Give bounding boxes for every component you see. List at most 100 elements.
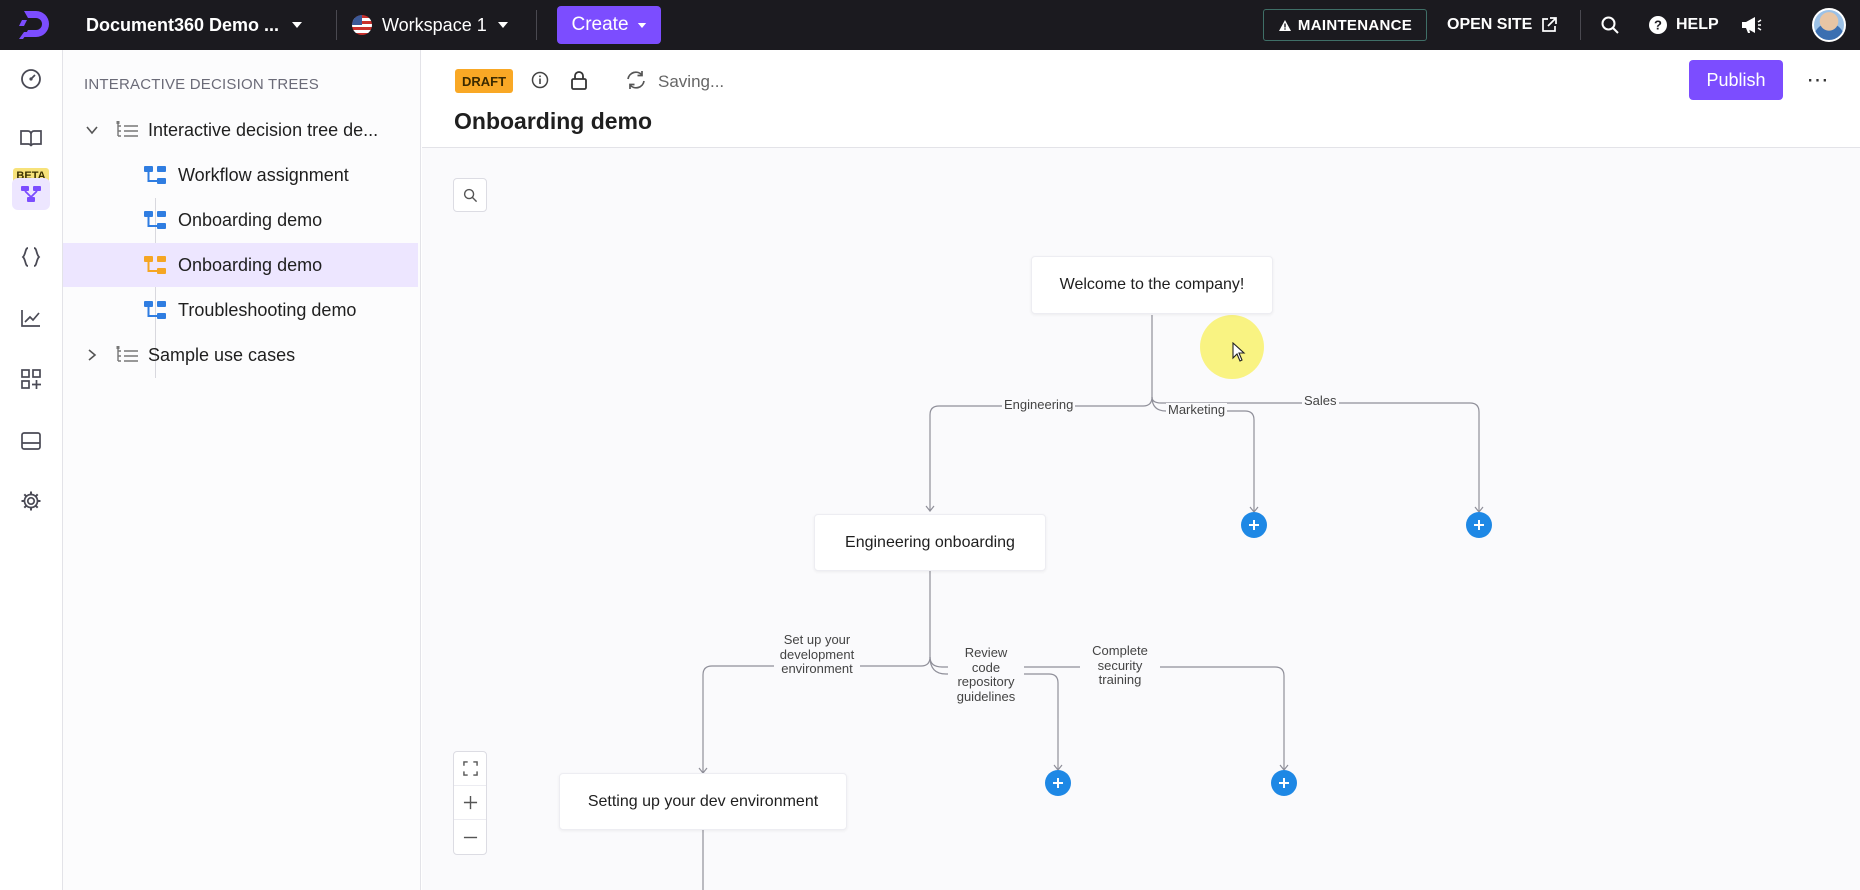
- create-label: Create: [571, 14, 629, 35]
- tree-item-troubleshooting-demo[interactable]: Troubleshooting demo: [63, 288, 418, 332]
- fit-screen-button[interactable]: [454, 752, 486, 786]
- open-site-link[interactable]: OPEN SITE: [1447, 0, 1558, 50]
- decision-tree-icon: [144, 301, 166, 319]
- curly-braces-icon: [21, 247, 41, 267]
- search-button[interactable]: [1600, 0, 1620, 50]
- folder-label: Interactive decision tree de...: [148, 119, 379, 140]
- create-button[interactable]: Create: [557, 6, 661, 44]
- dashboard-gauge-icon: [21, 69, 41, 89]
- search-icon: [1601, 16, 1619, 34]
- documentation-nav[interactable]: [12, 119, 50, 157]
- plus-icon: [1053, 778, 1063, 788]
- tree-node-engineering-onboarding[interactable]: Engineering onboarding: [814, 514, 1046, 571]
- add-node-button[interactable]: [1241, 512, 1267, 538]
- edge-label-setup-dev-env[interactable]: Set up your development environment: [774, 632, 860, 677]
- add-node-button[interactable]: [1045, 770, 1071, 796]
- workspace-switcher[interactable]: Workspace 1: [352, 0, 509, 50]
- cursor-highlight: [1200, 315, 1264, 379]
- dashboard-nav[interactable]: [12, 60, 50, 98]
- apps-add-icon: [21, 369, 41, 389]
- plus-icon: [1474, 520, 1484, 530]
- announcements-button[interactable]: [1740, 0, 1762, 50]
- edge-label-review-code[interactable]: Review code repository guidelines: [948, 645, 1024, 704]
- us-flag-icon: [352, 15, 372, 35]
- widget-layout-icon: [21, 432, 41, 450]
- edge-label-security-training[interactable]: Complete security training: [1080, 643, 1160, 688]
- project-switcher[interactable]: Document360 Demo ...: [86, 0, 303, 50]
- page-title: Onboarding demo: [454, 108, 653, 134]
- add-node-button[interactable]: [1466, 512, 1492, 538]
- decision-tree-icon: [144, 211, 166, 229]
- logo-icon: [19, 11, 49, 39]
- lock-icon[interactable]: [567, 68, 591, 92]
- tree-item-workflow-assignment[interactable]: Workflow assignment: [63, 153, 418, 197]
- integrations-nav[interactable]: [12, 360, 50, 398]
- info-icon[interactable]: [528, 68, 552, 92]
- api-docs-nav[interactable]: [12, 238, 50, 276]
- zoom-in-button[interactable]: [454, 786, 486, 820]
- maintenance-label: MAINTENANCE: [1297, 16, 1413, 34]
- help-button[interactable]: ? HELP: [1648, 0, 1719, 50]
- help-label: HELP: [1676, 16, 1719, 33]
- warning-icon: [1278, 19, 1291, 31]
- folder-interactive-decision-tree[interactable]: Interactive decision tree de...: [63, 108, 418, 152]
- more-options-icon[interactable]: ⋯: [1806, 67, 1830, 92]
- divider: [336, 10, 337, 40]
- zoom-out-button[interactable]: [454, 820, 486, 854]
- edge-label-sales[interactable]: Sales: [1302, 393, 1339, 409]
- minus-icon: [463, 836, 477, 838]
- chevron-down-icon[interactable]: [85, 123, 99, 137]
- category-list-icon: [116, 121, 138, 137]
- tree-item-onboarding-demo-selected[interactable]: Onboarding demo: [63, 243, 418, 287]
- megaphone-icon: [1742, 17, 1762, 33]
- tree-node-welcome[interactable]: Welcome to the company!: [1031, 256, 1273, 314]
- settings-nav[interactable]: [12, 482, 50, 520]
- edge-label-marketing[interactable]: Marketing: [1166, 402, 1228, 418]
- search-icon: [463, 188, 477, 202]
- folder-label: Sample use cases: [148, 344, 296, 365]
- plus-icon: [1279, 778, 1289, 788]
- decision-tree-editor: DRAFT Saving... Onboarding demo Publish …: [422, 50, 1860, 890]
- mouse-pointer-icon: [1232, 342, 1246, 362]
- edge-label-engineering[interactable]: Engineering: [1002, 397, 1076, 413]
- divider: [1580, 10, 1581, 40]
- draft-status-badge: DRAFT: [455, 69, 513, 93]
- expand-icon: [462, 761, 478, 776]
- tree-canvas[interactable]: Welcome to the company! Engineering onbo…: [422, 149, 1860, 890]
- document360-logo[interactable]: [18, 0, 56, 50]
- help-icon: ?: [1649, 16, 1667, 34]
- plus-icon: [1249, 520, 1259, 530]
- publish-button[interactable]: Publish: [1689, 60, 1783, 100]
- gear-icon: [21, 491, 41, 511]
- decision-tree-icon: [21, 186, 41, 202]
- maintenance-button[interactable]: MAINTENANCE: [1263, 9, 1427, 41]
- divider: [536, 10, 537, 40]
- analytics-nav[interactable]: [12, 299, 50, 337]
- widgets-nav[interactable]: [12, 422, 50, 460]
- sidebar-header: INTERACTIVE DECISION TREES: [84, 76, 319, 93]
- canvas-search-button[interactable]: [453, 178, 487, 212]
- caret-down-icon: [497, 22, 508, 28]
- folder-sample-use-cases[interactable]: Sample use cases: [63, 333, 418, 377]
- tree-node-dev-environment[interactable]: Setting up your dev environment: [559, 773, 847, 830]
- workspace-name: Workspace 1: [382, 14, 487, 35]
- decision-trees-nav[interactable]: [12, 178, 50, 210]
- chevron-right-icon[interactable]: [85, 348, 99, 362]
- plus-icon: [463, 795, 477, 810]
- editor-header: DRAFT Saving... Onboarding demo Publish …: [422, 50, 1860, 148]
- tree-item-onboarding-demo[interactable]: Onboarding demo: [63, 198, 418, 242]
- decision-tree-icon: [144, 256, 166, 274]
- svg-text:?: ?: [1654, 18, 1662, 33]
- user-avatar[interactable]: [1812, 8, 1846, 42]
- project-name: Document360 Demo ...: [86, 14, 280, 35]
- tree-item-label: Workflow assignment: [178, 164, 349, 185]
- analytics-chart-icon: [21, 310, 40, 327]
- top-bar: Document360 Demo ... Workspace 1 Create …: [0, 0, 1860, 50]
- category-list-icon: [116, 346, 138, 362]
- caret-down-icon: [292, 22, 303, 28]
- tree-item-label: Onboarding demo: [178, 209, 323, 230]
- caret-down-icon: [637, 22, 646, 28]
- tree-guide-line: [155, 198, 156, 378]
- decision-tree-icon: [144, 166, 166, 184]
- add-node-button[interactable]: [1271, 770, 1297, 796]
